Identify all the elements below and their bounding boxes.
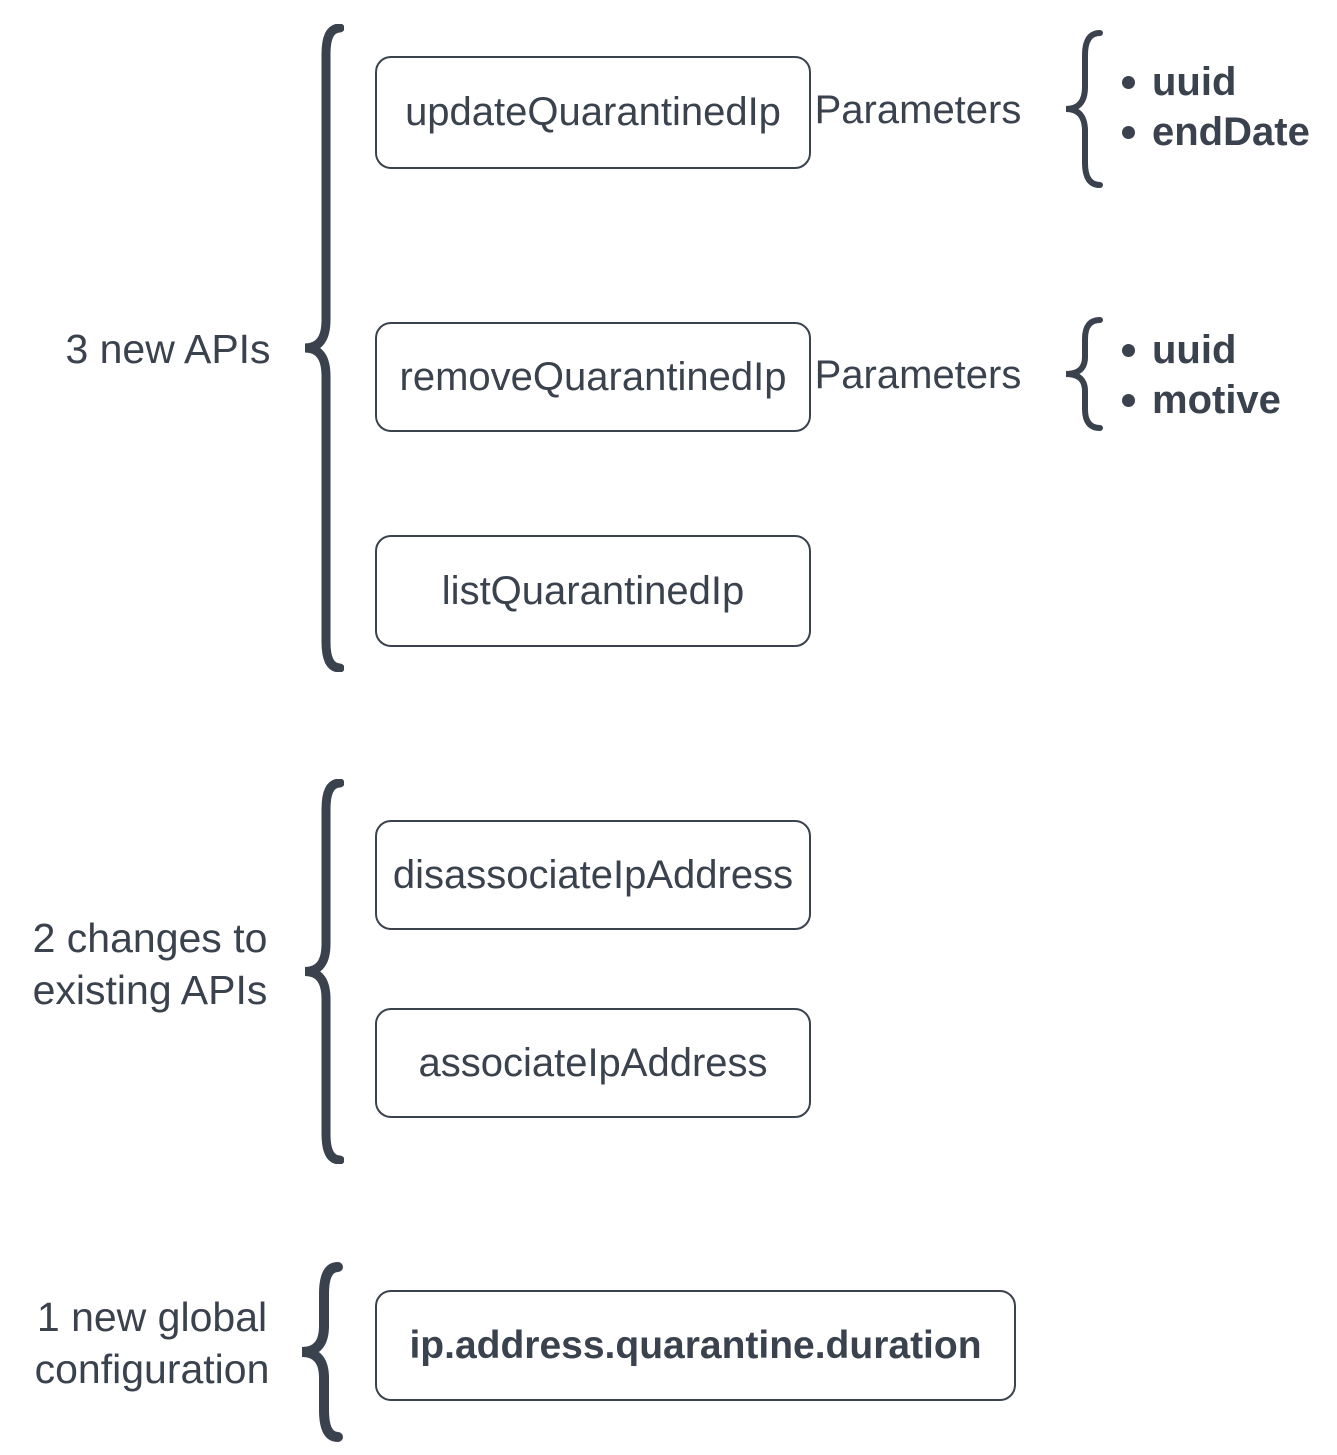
api-box-text: disassociateIpAddress (392, 852, 794, 897)
api-box-text: removeQuarantinedIp (399, 354, 787, 399)
parameter-item: endDate (1122, 107, 1310, 157)
section-label-line: 2 changes to (32, 915, 268, 961)
parameter-item: motive (1122, 375, 1281, 425)
section-label-line: existing APIs (32, 967, 268, 1013)
parameter-item: uuid (1122, 325, 1281, 375)
section-label-changed-apis: 2 changes to existing APIs (20, 912, 280, 1016)
api-box-disassociate-ip-address: disassociateIpAddress (375, 820, 811, 930)
parameter-text: uuid (1152, 59, 1237, 104)
parameters-list: uuid endDate (1122, 57, 1310, 157)
section-label-global-config: 1 new global configuration (22, 1291, 282, 1395)
section-brace-new-apis-icon (304, 24, 344, 672)
bullet-icon (1122, 75, 1135, 89)
parameters-brace-icon (1065, 30, 1103, 188)
api-box-text: updateQuarantinedIp (405, 90, 781, 134)
parameters-label: Parameters (814, 352, 1022, 397)
config-key-text: ip.address.quarantine.duration (409, 1323, 982, 1367)
section-label-new-apis: 3 new APIs (65, 326, 271, 372)
api-box-list-quarantined-ip: listQuarantinedIp (375, 535, 811, 647)
section-label-line: 1 new global (36, 1294, 268, 1340)
api-box-text: associateIpAddress (418, 1040, 768, 1085)
parameter-text: endDate (1152, 109, 1310, 154)
parameter-item: uuid (1122, 57, 1310, 107)
parameters-label: Parameters (814, 88, 1022, 132)
section-brace-changed-apis-icon (304, 779, 344, 1164)
bullet-icon (1122, 393, 1135, 407)
config-key-box: ip.address.quarantine.duration (375, 1290, 1016, 1401)
api-box-text: listQuarantinedIp (441, 568, 745, 613)
bullet-icon (1122, 343, 1135, 357)
bullet-icon (1122, 125, 1135, 139)
parameters-list: uuid motive (1122, 325, 1281, 425)
section-label-line: configuration (34, 1346, 270, 1392)
api-box-remove-quarantined-ip: removeQuarantinedIp (375, 322, 811, 432)
parameter-text: uuid (1152, 327, 1237, 372)
api-box-update-quarantined-ip: updateQuarantinedIp (375, 56, 811, 169)
section-brace-global-config-icon (301, 1262, 343, 1442)
parameter-text: motive (1152, 377, 1281, 422)
api-box-associate-ip-address: associateIpAddress (375, 1008, 811, 1118)
parameters-brace-icon (1065, 317, 1103, 431)
